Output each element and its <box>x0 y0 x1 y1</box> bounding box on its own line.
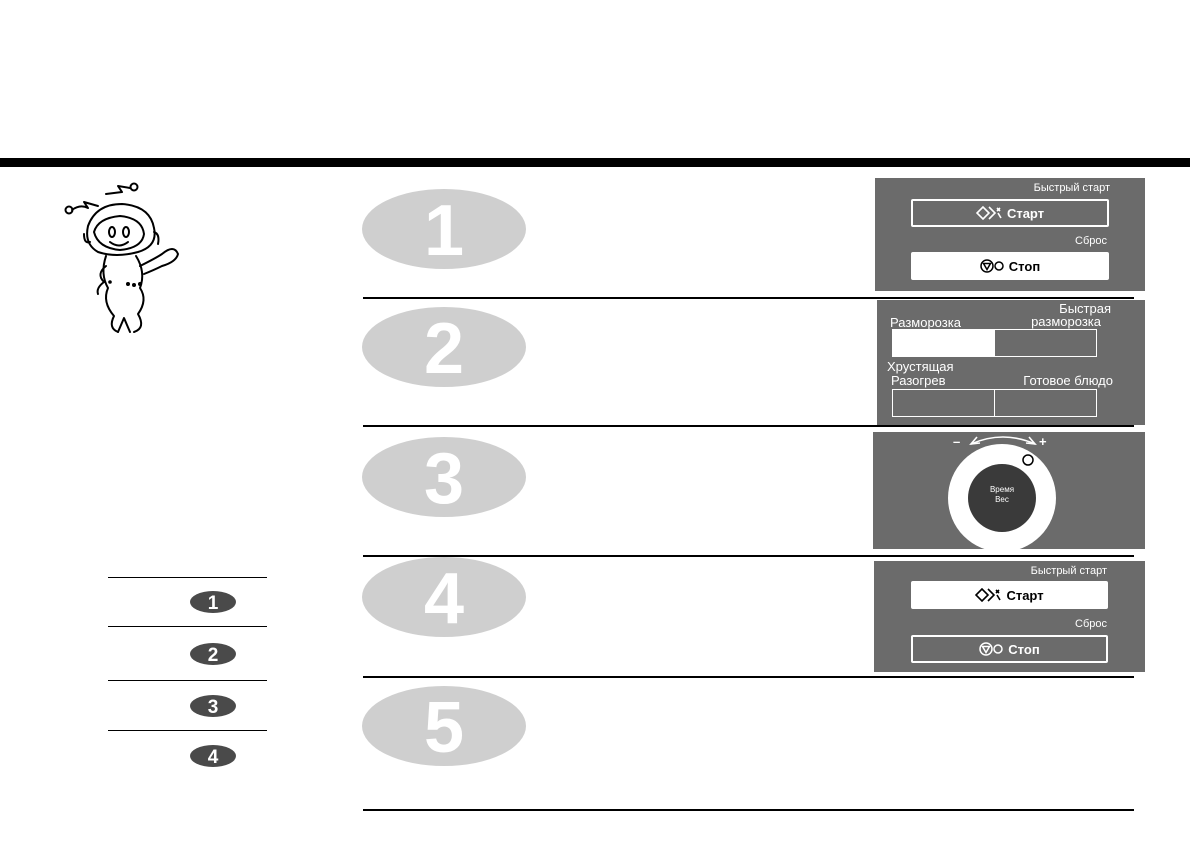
quick-defrost-label-line1: Быстрая <box>1059 301 1111 316</box>
reset-label: Сброс <box>1075 618 1107 630</box>
header-rule <box>0 158 1190 167</box>
step-badge-5: 5 <box>362 686 526 766</box>
start-button-label: Старт <box>1006 587 1044 603</box>
stop-button-label: Стоп <box>1008 641 1040 657</box>
dial-time-label: Время <box>989 485 1015 494</box>
reset-label: Сброс <box>1075 235 1107 247</box>
step-number: 3 <box>424 439 464 517</box>
defrost-button[interactable] <box>893 330 994 356</box>
ready-meal-label: Готовое блюдо <box>1023 373 1113 388</box>
control-panel-start-2: Быстрый старт Старт Сброс Стоп <box>874 561 1145 672</box>
quick-defrost-label-line2: разморозка <box>1031 314 1101 329</box>
mini-step-number: 4 <box>208 747 219 767</box>
reheat-label: Разогрев <box>891 373 946 388</box>
reheat-button-group[interactable] <box>892 389 1097 417</box>
start-button[interactable]: Старт <box>911 199 1109 227</box>
stop-button-label: Стоп <box>1008 258 1041 274</box>
step-badge-3: 3 <box>362 437 526 517</box>
plus-label: + <box>1039 434 1047 449</box>
quick-start-label: Быстрый старт <box>1033 182 1110 194</box>
step-number: 5 <box>424 688 464 766</box>
start-icon <box>975 206 1002 220</box>
index-rule <box>108 680 267 681</box>
mini-step-badge-3: 3 <box>190 695 236 717</box>
step-divider <box>363 676 1134 678</box>
stop-button[interactable]: Стоп <box>911 635 1108 663</box>
control-panel-start: Быстрый старт Старт Сброс Стоп <box>875 178 1145 291</box>
ready-meal-button[interactable] <box>994 390 1096 416</box>
step-divider <box>363 555 1134 557</box>
time-weight-dial[interactable]: Время Вес <box>946 436 1064 552</box>
mini-step-badge-1: 1 <box>190 591 236 613</box>
stop-icon <box>980 259 1004 273</box>
step-badge-2: 2 <box>362 307 526 387</box>
crispy-reheat-button[interactable] <box>893 390 994 416</box>
mini-step-badge-2: 2 <box>190 643 236 665</box>
step-divider <box>363 297 1134 299</box>
defrost-button-group[interactable] <box>892 329 1097 357</box>
stop-icon <box>979 642 1004 656</box>
quick-defrost-button[interactable] <box>994 330 1096 356</box>
robot-mascot-icon <box>58 182 188 342</box>
mini-step-number: 2 <box>208 645 219 665</box>
start-button-label: Старт <box>1006 205 1045 221</box>
mini-step-number: 3 <box>208 697 219 717</box>
defrost-label: Разморозка <box>890 315 961 330</box>
start-button[interactable]: Старт <box>911 581 1108 609</box>
quick-start-label: Быстрый старт <box>1030 565 1107 577</box>
step-number: 4 <box>424 559 464 637</box>
control-panel-modes: Разморозка Быстрая разморозка Хрустящая … <box>877 300 1145 425</box>
index-rule <box>108 626 267 627</box>
crispy-label: Хрустящая <box>887 359 954 374</box>
step-badge-1: 1 <box>362 189 526 269</box>
mini-step-number: 1 <box>208 593 219 613</box>
stop-button[interactable]: Стоп <box>911 252 1109 280</box>
step-number: 2 <box>424 309 464 387</box>
step-number: 1 <box>424 191 464 269</box>
step-divider <box>363 425 1134 427</box>
step-divider <box>363 809 1134 811</box>
minus-label: – <box>953 434 961 449</box>
dial-arrow-icon <box>969 436 1037 446</box>
mini-step-badge-4: 4 <box>190 745 236 767</box>
start-icon <box>975 588 1002 602</box>
index-rule <box>108 730 267 731</box>
index-rule <box>108 577 267 578</box>
dial-weight-label: Вес <box>995 495 1009 504</box>
step-badge-4: 4 <box>362 557 526 637</box>
